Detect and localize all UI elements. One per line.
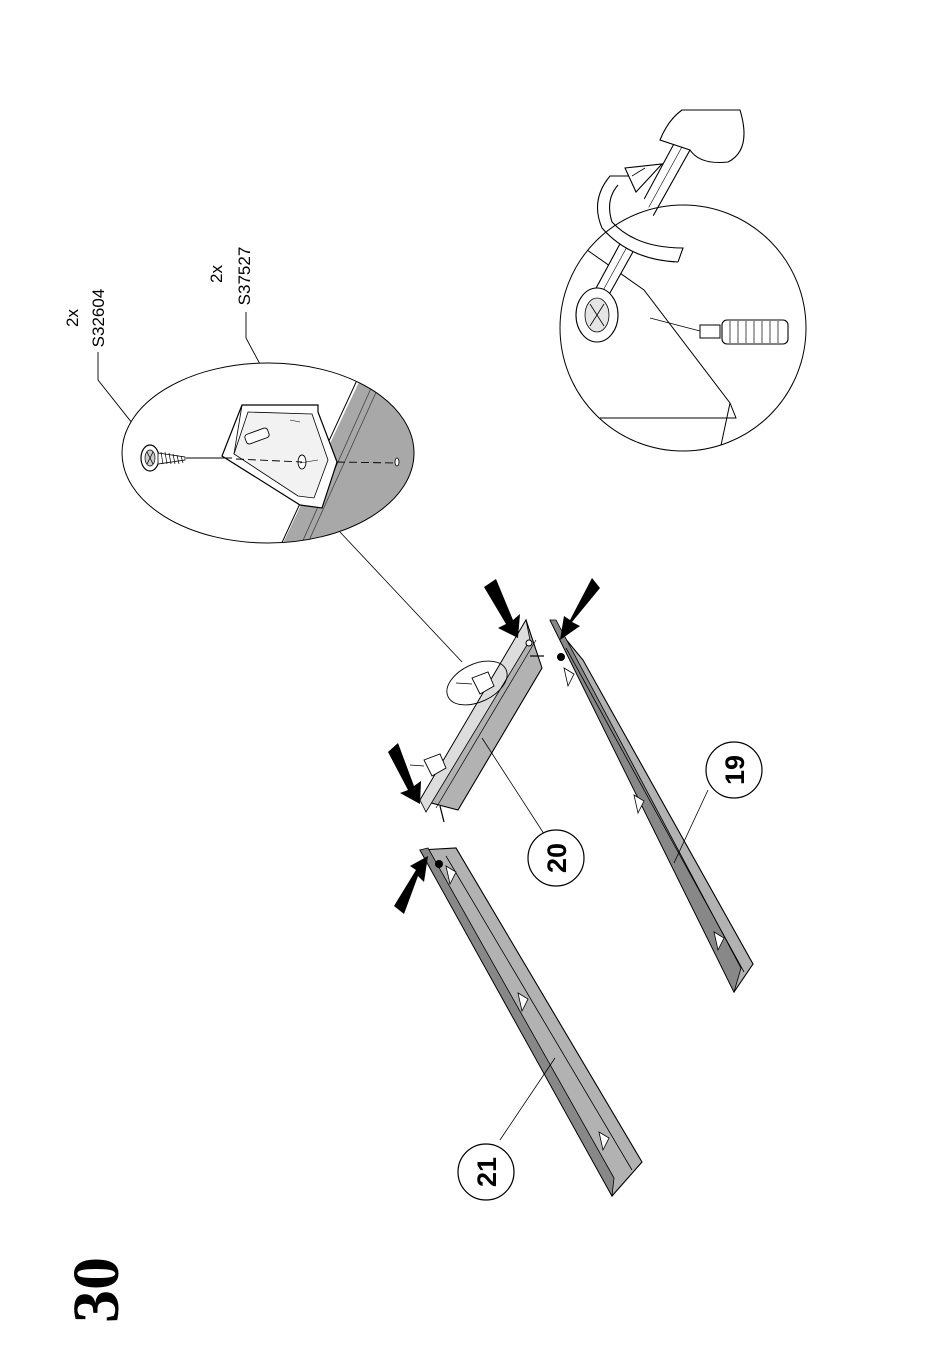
step-number: 30	[60, 1257, 133, 1323]
panel-21	[420, 848, 642, 1196]
detail-callout-tool	[560, 110, 806, 451]
svg-text:21: 21	[472, 1157, 502, 1187]
panel-19	[550, 620, 753, 992]
svg-text:30: 30	[60, 1257, 133, 1323]
panel-20	[410, 620, 548, 840]
part-label-20: 20	[528, 830, 584, 886]
arrow-icon	[560, 578, 600, 640]
svg-text:2x: 2x	[63, 309, 82, 327]
detail-callout-bracket	[122, 363, 462, 662]
arrow-icon	[388, 743, 421, 804]
arrow-icon	[394, 856, 428, 914]
svg-text:S32604: S32604	[89, 289, 108, 348]
part-label-21: 21	[458, 1144, 514, 1200]
part-label-19: 19	[706, 742, 762, 798]
svg-text:19: 19	[720, 755, 750, 785]
arrow-icon	[484, 579, 520, 638]
svg-text:S37527: S37527	[235, 247, 254, 306]
svg-text:2x: 2x	[207, 265, 226, 283]
svg-text:20: 20	[542, 843, 572, 873]
